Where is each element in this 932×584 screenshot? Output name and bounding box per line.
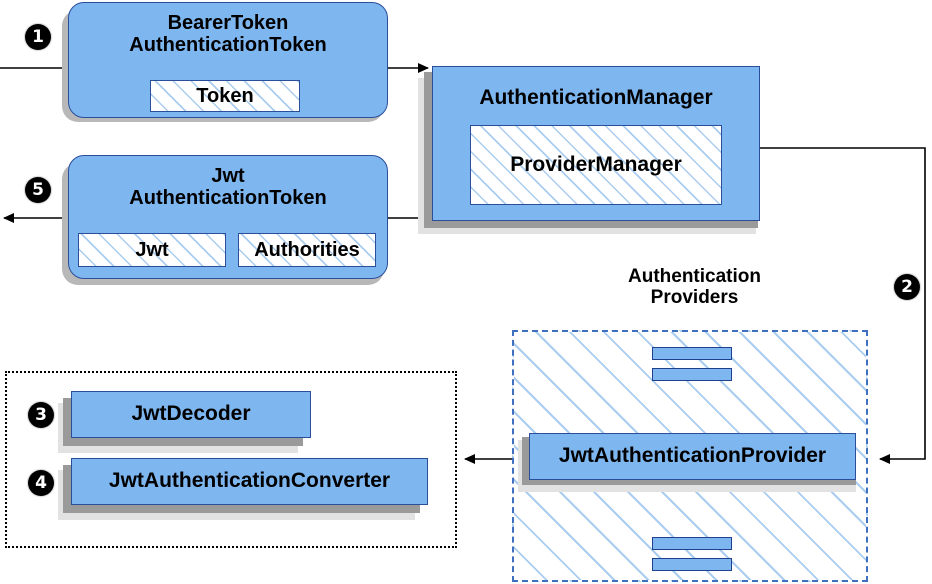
- provider-manager-label: ProviderManager: [510, 153, 682, 176]
- bearer-token-field-token: Token: [150, 80, 300, 112]
- jwt-authentication-converter-box[interactable]: [71, 458, 428, 505]
- jwt-decoder-box[interactable]: [71, 391, 311, 438]
- provider-bar-bottom-1: [652, 537, 732, 550]
- step-bullet-1: 1: [25, 24, 51, 50]
- step-bullet-2: 2: [894, 274, 920, 300]
- step-bullet-5: 5: [25, 177, 51, 203]
- jwt-token-field-jwt-label: Jwt: [135, 238, 169, 261]
- provider-bar-top-1: [652, 347, 732, 360]
- jwt-token-field-authorities-label: Authorities: [254, 238, 360, 261]
- provider-bar-bottom-2: [652, 558, 732, 571]
- step-bullet-4: 4: [28, 470, 54, 496]
- step-bullet-3: 3: [28, 402, 54, 428]
- provider-manager-field: ProviderManager: [470, 125, 722, 205]
- jwt-token-field-authorities: Authorities: [238, 233, 376, 267]
- bearer-token-field-token-label: Token: [196, 84, 254, 107]
- provider-bar-top-2: [652, 368, 732, 381]
- jwt-support-group-container: [5, 371, 457, 548]
- providers-group-title: Authentication Providers: [628, 266, 761, 309]
- arrow-manager-to-provider: [760, 147, 926, 464]
- jwt-token-field-jwt: Jwt: [78, 233, 226, 267]
- jwt-authentication-provider-box[interactable]: [529, 433, 856, 480]
